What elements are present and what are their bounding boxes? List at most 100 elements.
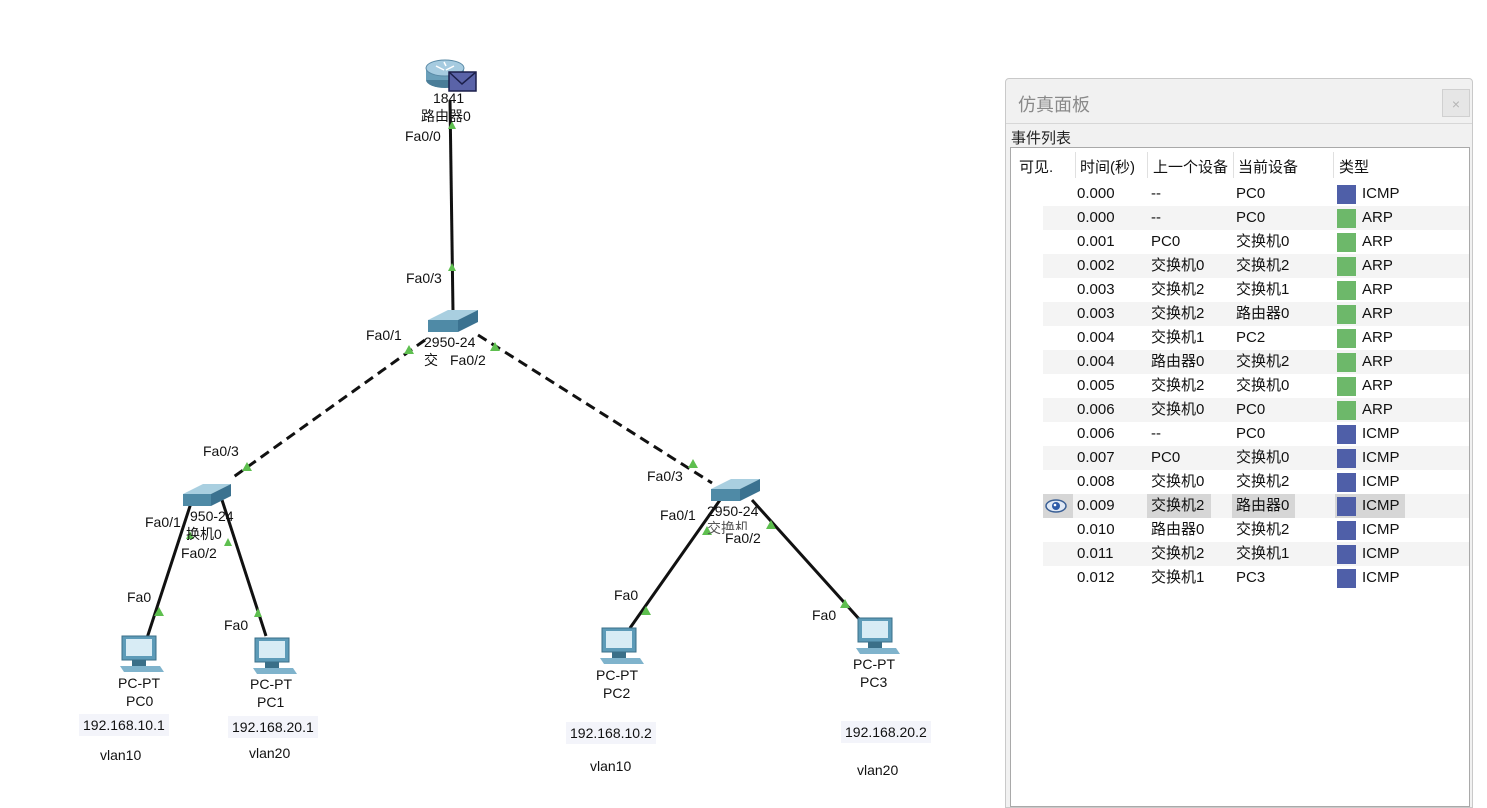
event-type: ARP bbox=[1362, 401, 1393, 418]
event-last-device: -- bbox=[1151, 185, 1161, 202]
pc1-vlan-note: vlan20 bbox=[249, 745, 291, 761]
event-time: 0.006 bbox=[1077, 425, 1115, 442]
switch-right-icon[interactable] bbox=[711, 479, 760, 501]
event-time: 0.003 bbox=[1077, 281, 1115, 298]
event-type-color-icon[interactable] bbox=[1337, 377, 1356, 396]
pc0-icon[interactable] bbox=[120, 635, 164, 672]
event-last-device: 交换机0 bbox=[1151, 401, 1205, 418]
pc2-icon[interactable] bbox=[600, 627, 644, 664]
event-type-color-icon[interactable] bbox=[1337, 545, 1356, 564]
event-type-color-icon[interactable] bbox=[1337, 353, 1356, 372]
column-header-visible[interactable]: 可见. bbox=[1019, 159, 1054, 176]
column-header-type[interactable]: 类型 bbox=[1339, 159, 1370, 176]
pc1-type-label: PC-PT bbox=[250, 676, 292, 692]
column-divider[interactable] bbox=[1333, 152, 1334, 178]
port-label: Fa0/0 bbox=[405, 128, 441, 144]
pc1-ip-note: 192.168.20.1 bbox=[228, 716, 318, 738]
link-up-icon bbox=[224, 538, 232, 546]
event-type-color-icon[interactable] bbox=[1337, 209, 1356, 228]
column-header-at-device[interactable]: 当前设备 bbox=[1238, 159, 1299, 176]
link-switch1-pc2 bbox=[628, 499, 722, 629]
pc2-name-label: PC2 bbox=[603, 685, 631, 701]
column-header-last-device[interactable]: 上一个设备 bbox=[1153, 159, 1229, 176]
column-divider[interactable] bbox=[1075, 152, 1076, 178]
port-label: Fa0/1 bbox=[145, 514, 181, 530]
event-type-color-icon[interactable] bbox=[1337, 185, 1356, 204]
switch-top-icon[interactable] bbox=[428, 310, 478, 332]
event-list-label: 事件列表 bbox=[1011, 130, 1072, 147]
link-switch0-pc0 bbox=[145, 499, 194, 639]
event-time: 0.010 bbox=[1077, 521, 1115, 538]
event-type-color-icon[interactable] bbox=[1337, 497, 1356, 516]
simulation-panel: 仿真面板 × 事件列表 可见. 时间(秒) 上一个设备 当前设备 类型 0.00… bbox=[1005, 78, 1473, 808]
topology-workspace[interactable]: 1841 路由器0 2950-24 交 950-24 换机0 2950-24 交… bbox=[0, 0, 1000, 791]
event-time: 0.003 bbox=[1077, 305, 1115, 322]
topology-links bbox=[120, 59, 900, 674]
pc1-name-label: PC1 bbox=[257, 694, 285, 710]
event-type: ARP bbox=[1362, 257, 1393, 274]
event-type-color-icon[interactable] bbox=[1337, 401, 1356, 420]
switch-left-name-label: 换机0 bbox=[186, 526, 222, 542]
event-type: ICMP bbox=[1362, 521, 1400, 538]
link-up-icon bbox=[448, 263, 456, 271]
event-time: 0.002 bbox=[1077, 257, 1115, 274]
pdu-envelope-icon[interactable] bbox=[448, 71, 477, 92]
event-type-color-icon[interactable] bbox=[1337, 473, 1356, 492]
column-divider[interactable] bbox=[1233, 152, 1234, 178]
column-divider[interactable] bbox=[1147, 152, 1148, 178]
pc1-icon[interactable] bbox=[253, 637, 297, 674]
event-type-color-icon[interactable] bbox=[1337, 329, 1356, 348]
event-last-device: 交换机1 bbox=[1151, 329, 1205, 346]
event-last-device: -- bbox=[1151, 425, 1161, 442]
port-label: Fa0/3 bbox=[406, 270, 442, 286]
event-type: ARP bbox=[1362, 377, 1393, 394]
port-label: Fa0 bbox=[224, 617, 249, 633]
event-last-device: 交换机1 bbox=[1151, 569, 1205, 586]
event-at-device: PC3 bbox=[1236, 569, 1266, 586]
port-label: Fa0 bbox=[127, 589, 152, 605]
event-time: 0.006 bbox=[1077, 401, 1115, 418]
event-type-color-icon[interactable] bbox=[1337, 521, 1356, 540]
event-type-color-icon[interactable] bbox=[1337, 233, 1356, 252]
event-type-color-icon[interactable] bbox=[1337, 305, 1356, 324]
eye-icon[interactable] bbox=[1045, 498, 1067, 514]
event-time: 0.007 bbox=[1077, 449, 1115, 466]
pc0-ip-note: 192.168.10.1 bbox=[79, 714, 169, 736]
switch-left-icon[interactable] bbox=[183, 484, 231, 506]
event-time: 0.009 bbox=[1077, 497, 1115, 514]
link-switch2-switch1 bbox=[477, 333, 713, 485]
event-type: ARP bbox=[1362, 281, 1393, 298]
event-at-device: 交换机1 bbox=[1236, 545, 1290, 562]
event-at-device: 交换机0 bbox=[1236, 449, 1290, 466]
event-type: ARP bbox=[1362, 353, 1393, 370]
event-type-color-icon[interactable] bbox=[1337, 257, 1356, 276]
column-header-time[interactable]: 时间(秒) bbox=[1080, 159, 1135, 176]
event-type: ARP bbox=[1362, 209, 1393, 226]
pc3-icon[interactable] bbox=[856, 617, 900, 654]
router-model-label: 1841 bbox=[433, 90, 465, 106]
port-label: Fa0/3 bbox=[647, 468, 683, 484]
event-type-color-icon[interactable] bbox=[1337, 425, 1356, 444]
event-type-color-icon[interactable] bbox=[1337, 281, 1356, 300]
event-type-color-icon[interactable] bbox=[1337, 449, 1356, 468]
event-type-color-icon[interactable] bbox=[1337, 569, 1356, 588]
close-button[interactable]: × bbox=[1442, 89, 1470, 117]
